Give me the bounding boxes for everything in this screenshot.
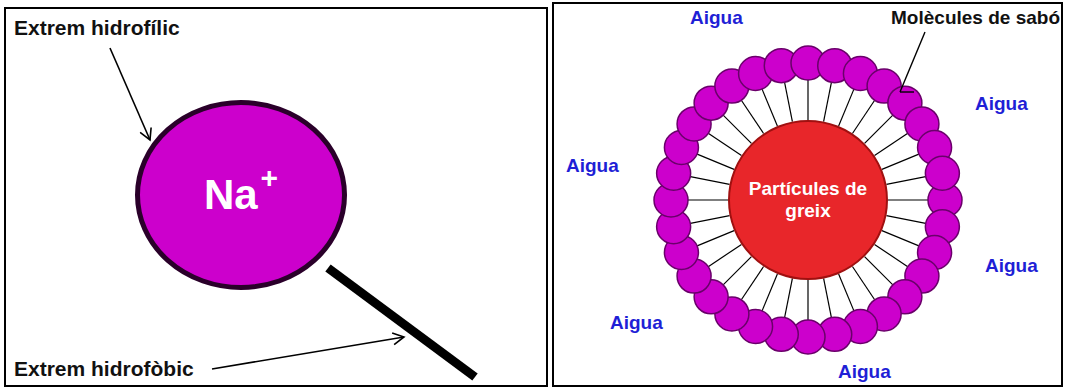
soap-tail <box>690 216 729 224</box>
soap-tail <box>852 100 874 133</box>
node-text: Na <box>204 171 258 219</box>
soap-tail <box>762 89 777 126</box>
soap-tail <box>697 154 734 169</box>
soap-tail <box>882 231 919 246</box>
soap-tail <box>762 274 777 311</box>
medium-label: Aigua <box>975 93 1028 115</box>
medium-label: Aigua <box>690 7 743 29</box>
soap-tail <box>875 244 908 266</box>
part-label: Molècules de sabó <box>891 7 1060 29</box>
soap-tail <box>824 278 832 317</box>
medium-label: Aigua <box>610 312 663 334</box>
soap-tail <box>807 80 808 120</box>
right-panel <box>553 3 1062 386</box>
soap-molecule-ring <box>654 46 962 354</box>
soap-tail <box>688 199 728 200</box>
soap-tail <box>824 82 832 121</box>
grease-particle: Partícules de greix <box>728 120 888 280</box>
soap-tail <box>708 244 741 266</box>
medium-label: Aigua <box>985 255 1038 277</box>
soap-tail <box>882 154 919 169</box>
soap-tail <box>886 216 925 224</box>
soap-tail <box>741 267 763 300</box>
soap-tail <box>807 280 808 320</box>
hydrophilic-head: Na+ <box>135 100 347 290</box>
soap-tail <box>708 133 741 155</box>
leader-line <box>900 91 914 92</box>
soap-tail <box>839 274 854 311</box>
soap-tail <box>865 257 893 285</box>
part-label: Extrem hidrofòbic <box>14 357 194 381</box>
left-panel <box>5 8 547 386</box>
soap-tail <box>723 115 751 143</box>
leader-line <box>900 32 925 92</box>
leader-line <box>212 337 404 369</box>
soap-tail <box>886 177 925 185</box>
soap-tail <box>741 100 763 133</box>
leader-line <box>110 48 150 140</box>
soap-tail <box>723 257 751 285</box>
node-text: Partícules de greix <box>748 178 868 222</box>
soap-head <box>925 156 959 190</box>
soap-tail <box>865 115 893 143</box>
soap-tail <box>875 133 908 155</box>
hydrophobic-tail <box>328 268 475 377</box>
soap-tail <box>690 177 729 185</box>
soap-tail <box>852 267 874 300</box>
soap-tail <box>785 82 793 121</box>
part-label: Extrem hidrofílic <box>14 16 180 40</box>
node-text: + <box>261 161 279 196</box>
medium-label: Aigua <box>838 361 891 383</box>
soap-tail <box>785 278 793 317</box>
medium-label: Aigua <box>566 155 619 177</box>
soap-tail <box>888 199 928 200</box>
soap-tail <box>697 231 734 246</box>
soap-tail <box>839 89 854 126</box>
